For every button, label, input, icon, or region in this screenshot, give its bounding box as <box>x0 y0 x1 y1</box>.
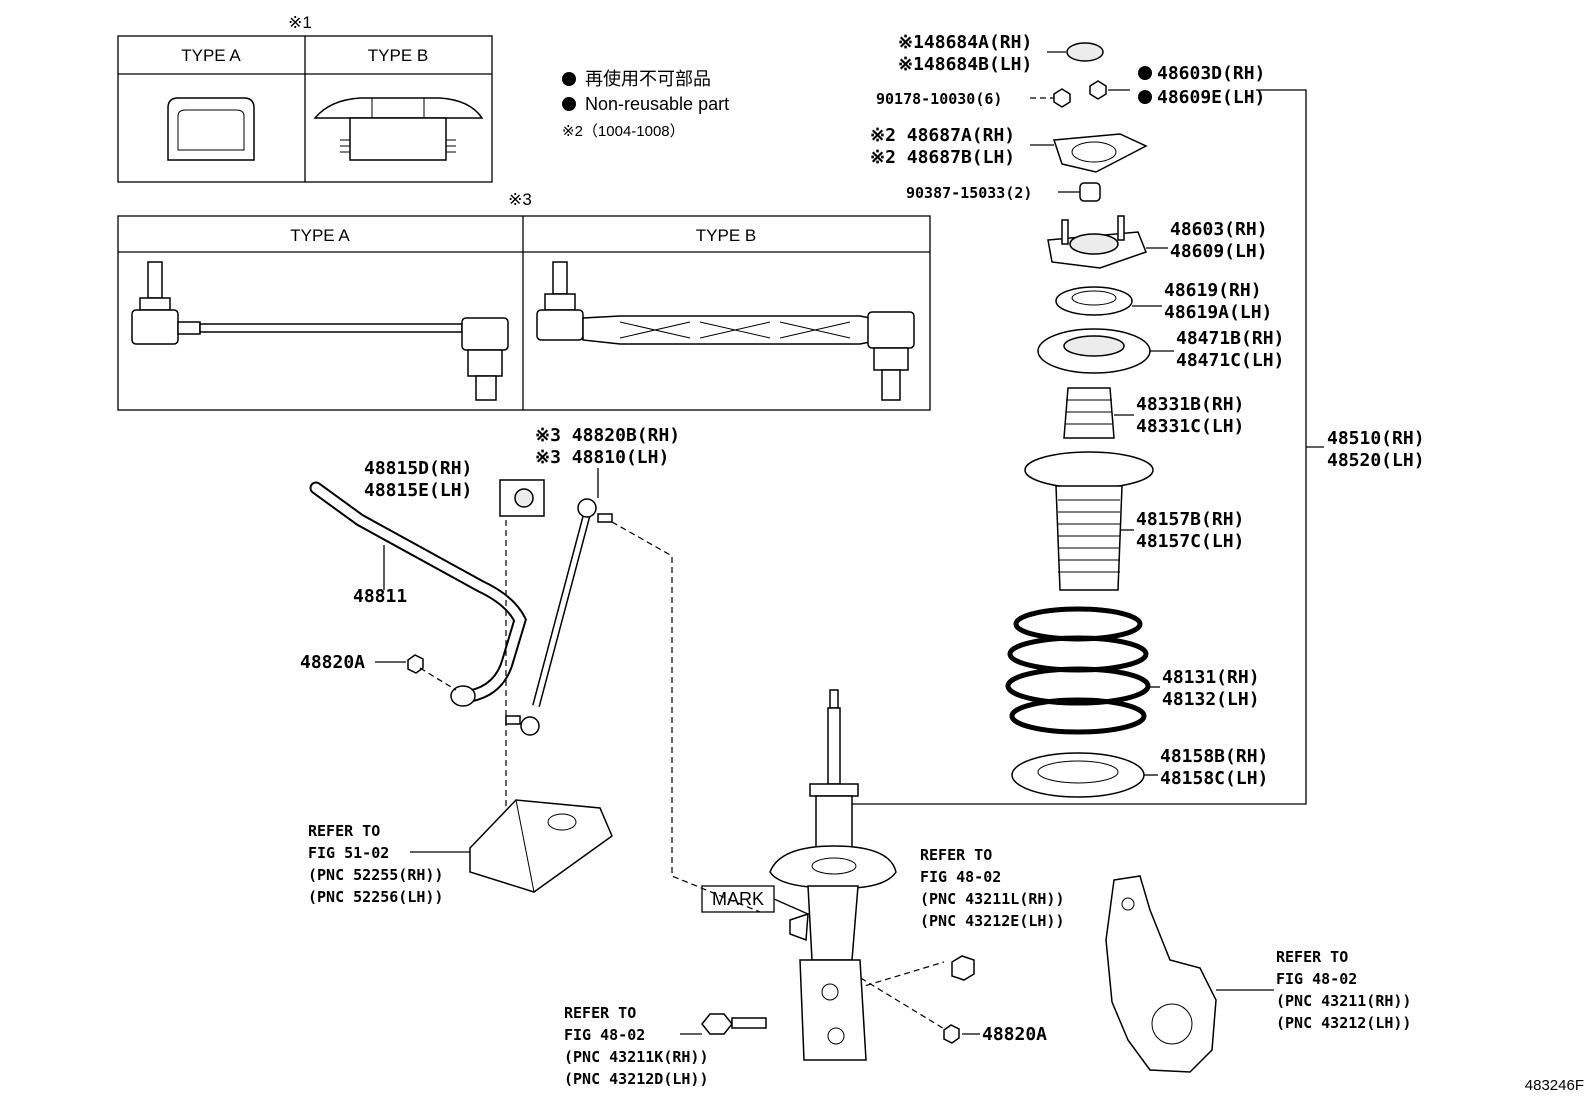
nut-90178 <box>1053 88 1071 108</box>
label-48331b: 48331B(RH) <box>1136 394 1244 415</box>
label-48609: 48609(LH) <box>1170 241 1268 262</box>
link-type-b-drawing <box>536 261 915 401</box>
label-48331c: 48331C(LH) <box>1136 416 1244 437</box>
label-48815e: 48815E(LH) <box>364 480 472 501</box>
mark-label: MARK <box>712 889 764 909</box>
bushing-48815 <box>499 479 545 517</box>
label-48815d: 48815D(RH) <box>364 458 472 479</box>
label-48684a: ※148684A(RH) <box>898 32 1032 53</box>
assembly-bracket <box>842 89 1324 805</box>
ref-fig48-kb-line-4: (PNC 43212E(LH)) <box>920 912 1065 930</box>
legend-non-reusable-en: Non-reusable part <box>585 94 729 114</box>
ref-fig48-kb-line-1: REFER TO <box>920 846 992 864</box>
inset-ref1-type-a: TYPE A <box>181 46 241 65</box>
ref-fig48-bolt: REFER TO FIG 48-02 (PNC 43211K(RH)) (PNC… <box>564 1004 709 1088</box>
ref-fig48-kb-line-3: (PNC 43211L(RH)) <box>920 890 1065 908</box>
label-48471c: 48471C(LH) <box>1176 350 1284 371</box>
label-48687a: ※2 48687A(RH) <box>870 125 1015 146</box>
crossmember-drawing <box>469 799 613 893</box>
non-reusable-dot-icon <box>1138 66 1152 80</box>
ref-fig51-line-2: FIG 51-02 <box>308 844 389 862</box>
label-48520: 48520(LH) <box>1327 450 1425 471</box>
label-48603d: 48603D(RH) <box>1157 63 1265 84</box>
bushing-90387 <box>1079 182 1101 202</box>
label-48603: 48603(RH) <box>1170 219 1268 240</box>
label-48158c: 48158C(LH) <box>1160 768 1268 789</box>
ref-fig51-line-1: REFER TO <box>308 822 380 840</box>
label-90387: 90387-15033(2) <box>906 184 1032 202</box>
label-48510: 48510(RH) <box>1327 428 1425 449</box>
coil-spring-48131 <box>1005 606 1151 735</box>
inset-ref3: ※3 TYPE A TYPE B <box>117 190 931 411</box>
nut-48603d <box>1089 80 1107 100</box>
label-48811: 48811 <box>353 586 407 607</box>
diagram-id: 483246F <box>1525 1077 1584 1094</box>
stabilizer-link-48820b <box>505 498 613 736</box>
label-48820b: ※3 48820B(RH) <box>535 425 680 446</box>
ref-fig48-k-line-4: (PNC 43212(LH)) <box>1276 1014 1411 1032</box>
label-48619: 48619(RH) <box>1164 280 1262 301</box>
inset-ref1: ※1 TYPE A TYPE B <box>117 13 493 183</box>
ref-fig48-k-line-3: (PNC 43211(RH)) <box>1276 992 1411 1010</box>
label-48609e: 48609E(LH) <box>1157 87 1265 108</box>
nut-48820a-left <box>407 654 424 674</box>
ref-fig48-k-line-2: FIG 48-02 <box>1276 970 1357 988</box>
non-reusable-dot-icon <box>1138 90 1152 104</box>
ref-fig48-b-line-3: (PNC 43211K(RH)) <box>564 1048 709 1066</box>
label-48810: ※3 48810(LH) <box>535 447 669 468</box>
label-90178: 90178-10030(6) <box>876 90 1002 108</box>
legend-note-2: ※2（1004-1008） <box>562 123 685 140</box>
bearing-48619 <box>1055 286 1133 316</box>
ref-fig51-line-4: (PNC 52256(LH)) <box>308 888 443 906</box>
label-48131: 48131(RH) <box>1162 667 1260 688</box>
inset-ref3-type-b: TYPE B <box>696 226 756 245</box>
boot-48157 <box>1024 451 1154 591</box>
inset-ref1-type-b: TYPE B <box>368 46 428 65</box>
ref-fig48-knuckle: REFER TO FIG 48-02 (PNC 43211(RH)) (PNC … <box>1276 948 1411 1032</box>
ref-fig51-line-3: (PNC 52255(RH)) <box>308 866 443 884</box>
label-48820a-bottom: 48820A <box>982 1024 1047 1045</box>
mount-48603 <box>1047 215 1147 269</box>
cap-48684 <box>1066 42 1104 62</box>
inset-ref3-type-a: TYPE A <box>290 226 350 245</box>
label-48158b: 48158B(RH) <box>1160 746 1268 767</box>
ref-fig48-b-line-1: REFER TO <box>564 1004 636 1022</box>
cap-type-b-drawing <box>313 97 484 161</box>
link-type-a-drawing <box>131 261 509 401</box>
plate-48687 <box>1052 133 1148 173</box>
ref-fig48-k-line-1: REFER TO <box>1276 948 1348 966</box>
legend: 再使用不可部品 Non-reusable part ※2（1004-1008） <box>562 69 729 140</box>
non-reusable-dot-icon <box>562 97 576 111</box>
ref-fig48-b-line-4: (PNC 43212D(LH)) <box>564 1070 709 1088</box>
label-48471b: 48471B(RH) <box>1176 328 1284 349</box>
bolt-43211l <box>951 955 975 981</box>
label-48820a-left: 48820A <box>300 652 365 673</box>
bump-stop-48331 <box>1063 387 1115 439</box>
inset-ref1-mark: ※1 <box>288 13 312 32</box>
cap-type-a-drawing <box>167 97 255 161</box>
shock-absorber-drawing <box>769 689 897 1061</box>
nut-48820a-bottom <box>943 1024 960 1044</box>
steering-knuckle-drawing <box>1105 875 1217 1073</box>
inset-ref3-mark: ※3 <box>508 190 532 209</box>
bolt-43211k <box>701 1013 767 1035</box>
stabilizer-bar-48811 <box>309 481 527 707</box>
label-48132: 48132(LH) <box>1162 689 1260 710</box>
mark-callout: MARK <box>701 885 809 915</box>
label-48684b: ※148684B(LH) <box>898 54 1032 75</box>
ref-fig48-kb-line-2: FIG 48-02 <box>920 868 1001 886</box>
ref-fig48-b-line-2: FIG 48-02 <box>564 1026 645 1044</box>
label-48157c: 48157C(LH) <box>1136 531 1244 552</box>
legend-non-reusable-jp: 再使用不可部品 <box>585 69 711 89</box>
insulator-48158 <box>1011 752 1145 798</box>
label-48619a: 48619A(LH) <box>1164 302 1272 323</box>
label-48157b: 48157B(RH) <box>1136 509 1244 530</box>
non-reusable-dot-icon <box>562 72 576 86</box>
ref-fig51: REFER TO FIG 51-02 (PNC 52255(RH)) (PNC … <box>308 822 443 906</box>
label-48687b: ※2 48687B(LH) <box>870 147 1015 168</box>
seat-48471 <box>1037 328 1151 374</box>
ref-fig48-knuckle-bolt: REFER TO FIG 48-02 (PNC 43211L(RH)) (PNC… <box>920 846 1065 930</box>
